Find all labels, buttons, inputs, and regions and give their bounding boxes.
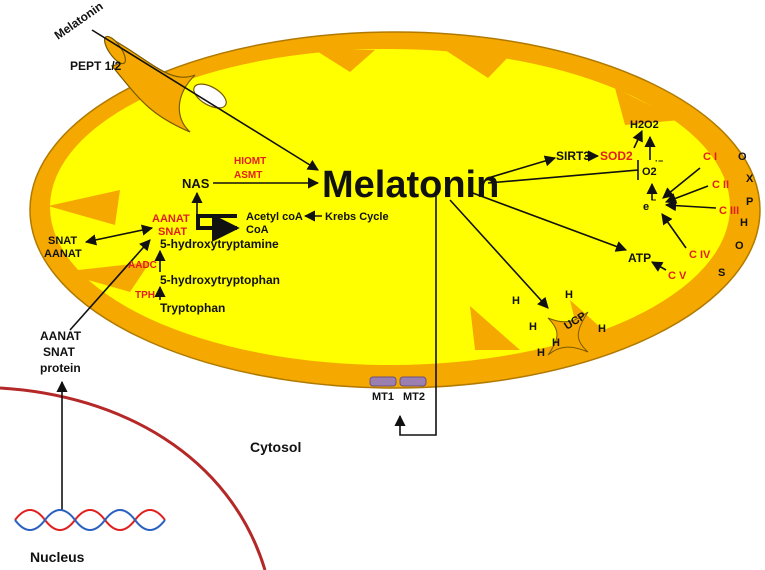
arrow-c3-e <box>664 200 717 212</box>
h2o2-label: H2O2 <box>630 119 659 131</box>
mt2-label: MT2 <box>403 391 425 403</box>
arrow-melatonin-atp <box>469 191 628 252</box>
nucleus-membrane <box>0 386 267 570</box>
sirt3-label: SIRT3 <box>556 149 590 163</box>
crista-top <box>315 50 375 72</box>
asmt-label: ASMT <box>234 170 262 181</box>
cytosol-label: Cytosol <box>250 439 301 455</box>
pept-transporter <box>109 37 196 133</box>
dna-helix <box>14 509 166 531</box>
serotonin-label: 5-hydroxytryptamine <box>160 237 279 251</box>
proton-4: H <box>552 337 560 349</box>
proton-1: H <box>512 295 520 307</box>
tph-label: TPH <box>135 290 155 301</box>
arrow-c4-e <box>661 213 687 249</box>
snat-left-label: SNAT <box>48 235 77 247</box>
crista-bottom-right <box>570 300 620 345</box>
crista-bottom <box>470 306 520 350</box>
arrows <box>56 29 717 510</box>
aadc-label: AADC <box>128 260 157 271</box>
acetyl-coa-label: Acetyl coA <box>246 211 303 223</box>
oxphos-s: S <box>718 267 725 279</box>
krebs-cycle-label: Krebs Cycle <box>325 211 389 223</box>
proton-3: H <box>529 321 537 333</box>
sod2-label: SOD2 <box>600 149 633 163</box>
arrow-protein-aanat <box>69 239 151 331</box>
o2-label: O2 <box>642 166 657 178</box>
protein-label-1: AANAT <box>40 329 82 343</box>
nas-label: NAS <box>182 176 210 191</box>
crista-right <box>615 88 680 125</box>
crista-left <box>48 190 120 225</box>
h2o2-text: H2O2 <box>630 119 659 131</box>
proton-5: H <box>537 347 545 359</box>
complex-5-label: C V <box>668 270 687 282</box>
oxphos-h: H <box>740 217 748 229</box>
mitochondrial-matrix <box>50 49 730 365</box>
proton-6: H <box>598 323 606 335</box>
crista-bottom-left <box>60 262 150 292</box>
protein-label-3: protein <box>40 361 81 375</box>
mt1-label: MT1 <box>372 391 394 403</box>
snat-red-label: SNAT <box>158 226 187 238</box>
electron-minus: − <box>651 195 656 205</box>
complex-3-label: C III <box>719 205 739 217</box>
arrow-melatonin-ucp <box>449 199 549 309</box>
dna-strand-red <box>14 509 166 531</box>
arrow-sod2-h2o2 <box>632 129 643 149</box>
arrow-c2-e <box>664 185 709 204</box>
nucleus-label: Nucleus <box>30 549 85 565</box>
arrow-melatonin-o2 <box>487 169 639 184</box>
coa-label: CoA <box>246 224 269 236</box>
cristae <box>48 50 680 350</box>
arrow-melatonin-entry <box>91 29 319 171</box>
arrow-c1-e <box>662 167 701 199</box>
arrow-acetyl-coa <box>196 214 240 242</box>
crista-top-right <box>445 50 515 78</box>
arrow-snat-left <box>84 224 154 246</box>
protein-label-2: SNAT <box>43 345 75 359</box>
oxphos-o1: O <box>738 151 747 163</box>
pept-mouth-bottom <box>193 83 227 109</box>
arrow-cv-atp <box>651 261 667 272</box>
dna-strand-blue <box>14 509 166 531</box>
aanat-red-label: AANAT <box>152 213 190 225</box>
proton-2: H <box>565 289 573 301</box>
htp-label: 5-hydroxytryptophan <box>160 273 280 287</box>
aanat-left-label: AANAT <box>44 248 82 260</box>
oxphos-x: X <box>746 173 754 185</box>
melatonin-entry-label: Melatonin <box>52 0 106 42</box>
tryptophan-label: Tryptophan <box>160 301 225 315</box>
oxphos-o2: O <box>735 240 744 252</box>
mt1-receptor <box>369 376 397 387</box>
superoxide-mark: ·− <box>655 156 663 166</box>
hiomt-label: HIOMT <box>234 156 266 167</box>
mt2-receptor <box>399 376 427 387</box>
complex-2-label: C II <box>712 179 729 191</box>
electron-label: e <box>643 201 649 213</box>
arrow-melatonin-sirt3 <box>487 155 557 179</box>
atp-label: ATP <box>628 251 651 265</box>
complex-1-label: C I <box>703 151 717 163</box>
pept-label: PEPT 1/2 <box>70 59 122 73</box>
ucp-channel <box>547 311 589 356</box>
arrow-melatonin-receptors <box>394 196 437 436</box>
oxphos-p: P <box>746 196 753 208</box>
complex-4-label: C IV <box>689 249 711 261</box>
melatonin-main-label: Melatonin <box>322 164 499 206</box>
